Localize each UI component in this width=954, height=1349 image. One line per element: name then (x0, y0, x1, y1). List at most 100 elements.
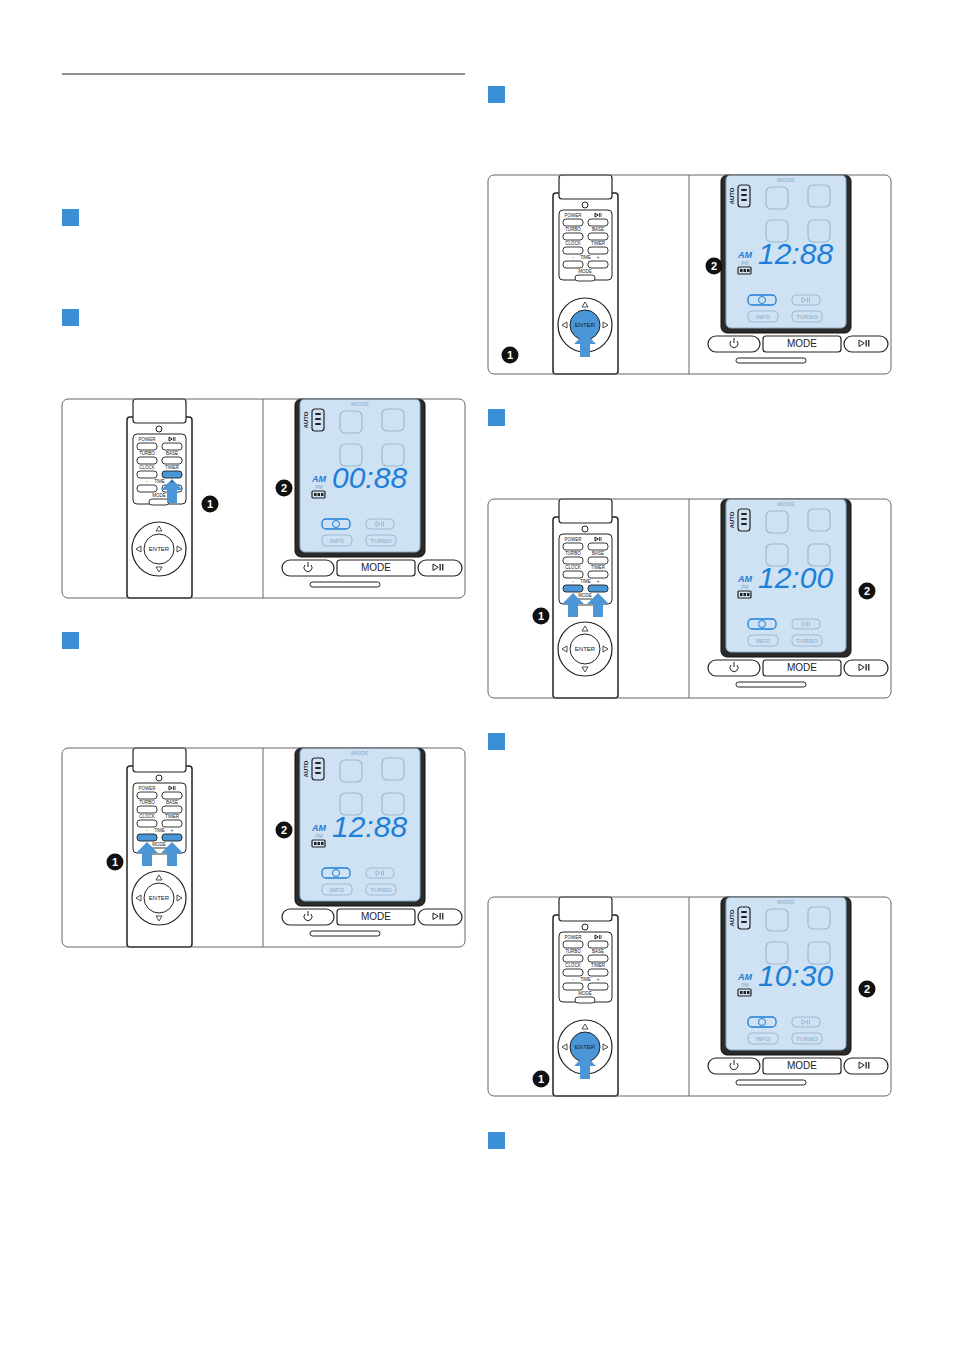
button-label: MODE (787, 1061, 817, 1071)
button-label: + (597, 580, 600, 585)
button-label: TIMER (591, 566, 605, 571)
display-label: AUTO (303, 412, 309, 429)
button-label: BASE (166, 801, 178, 806)
callout-number: 1 (502, 347, 519, 364)
display-label: AM (738, 575, 752, 584)
display-label: AM (312, 824, 326, 833)
display-label: INFO (330, 538, 344, 544)
display-label: MODE (777, 177, 795, 183)
button-label: TIMER (591, 964, 605, 969)
button-label: + (597, 256, 600, 261)
button-label: CLOCK (139, 466, 155, 471)
display-label: AUTO (729, 512, 735, 529)
display-label: AUTO (729, 910, 735, 927)
button-label: ENTER (149, 546, 169, 552)
button-label: TURBO (139, 452, 155, 457)
display-label: TURBO (370, 887, 391, 893)
button-label: CLOCK (565, 242, 581, 247)
callout-number: 1 (533, 608, 550, 625)
button-label: POWER (564, 214, 581, 219)
button-label: MODE (578, 992, 592, 997)
button-label: - (146, 480, 148, 485)
display-label: AUTO (729, 188, 735, 205)
button-label: TIMER (165, 466, 179, 471)
display-label: MODE (777, 501, 795, 507)
callout-number: 2 (276, 822, 293, 839)
display-label: INFO (330, 887, 344, 893)
button-label: TURBO (139, 801, 155, 806)
display-label: PM (315, 834, 323, 839)
callout-number: 2 (276, 480, 293, 497)
callout-number: 2 (859, 981, 876, 998)
button-label: TIME (154, 480, 165, 485)
button-label: - (572, 256, 574, 261)
display-label: TURBO (796, 314, 817, 320)
button-label: MODE (361, 563, 391, 573)
button-label: MODE (152, 494, 166, 499)
button-label: BASE (592, 950, 604, 955)
display-label: INFO (756, 314, 770, 320)
button-label: ENTER (575, 1044, 595, 1050)
display-time: 00:88 (332, 463, 407, 493)
button-label: TURBO (565, 950, 581, 955)
button-label: POWER (138, 438, 155, 443)
button-label: MODE (361, 912, 391, 922)
button-label: - (146, 829, 148, 834)
display-label: AM (738, 973, 752, 982)
display-label: PM (741, 983, 749, 988)
button-label: CLOCK (565, 566, 581, 571)
display-label: TURBO (370, 538, 391, 544)
button-label: MODE (787, 339, 817, 349)
button-label: CLOCK (139, 815, 155, 820)
button-label: ENTER (575, 322, 595, 328)
button-label: MODE (152, 843, 166, 848)
button-label: + (597, 978, 600, 983)
button-label: BASE (592, 228, 604, 233)
display-time: 12:00 (758, 563, 833, 593)
callout-number: 1 (202, 496, 219, 513)
display-label: AUTO (303, 761, 309, 778)
display-label: PM (315, 485, 323, 490)
button-label: BASE (592, 552, 604, 557)
button-label: TIMER (165, 815, 179, 820)
button-label: POWER (138, 787, 155, 792)
button-label: MODE (578, 270, 592, 275)
display-label: TURBO (796, 638, 817, 644)
button-label: TURBO (565, 228, 581, 233)
display-label: AM (738, 251, 752, 260)
button-label: MODE (578, 594, 592, 599)
button-label: - (572, 978, 574, 983)
display-label: PM (741, 261, 749, 266)
button-label: - (572, 580, 574, 585)
callout-number: 2 (859, 583, 876, 600)
button-label: ENTER (149, 895, 169, 901)
display-time: 12:88 (332, 812, 407, 842)
button-label: TIMER (591, 242, 605, 247)
button-label: POWER (564, 936, 581, 941)
button-label: BASE (166, 452, 178, 457)
button-label: + (171, 480, 174, 485)
display-time: 12:88 (758, 239, 833, 269)
button-label: TIME (154, 829, 165, 834)
display-label: PM (741, 585, 749, 590)
display-label: MODE (777, 899, 795, 905)
display-label: INFO (756, 1036, 770, 1042)
button-label: TIME (580, 580, 591, 585)
display-time: 10:30 (758, 961, 833, 991)
display-label: MODE (351, 750, 369, 756)
display-label: TURBO (796, 1036, 817, 1042)
button-label: CLOCK (565, 964, 581, 969)
callout-number: 1 (107, 854, 124, 871)
display-label: AM (312, 475, 326, 484)
button-label: TURBO (565, 552, 581, 557)
display-label: INFO (756, 638, 770, 644)
button-label: + (171, 829, 174, 834)
button-label: TIME (580, 256, 591, 261)
callout-number: 2 (706, 258, 723, 275)
callout-number: 1 (533, 1071, 550, 1088)
button-label: TIME (580, 978, 591, 983)
button-label: ENTER (575, 646, 595, 652)
display-label: MODE (351, 401, 369, 407)
